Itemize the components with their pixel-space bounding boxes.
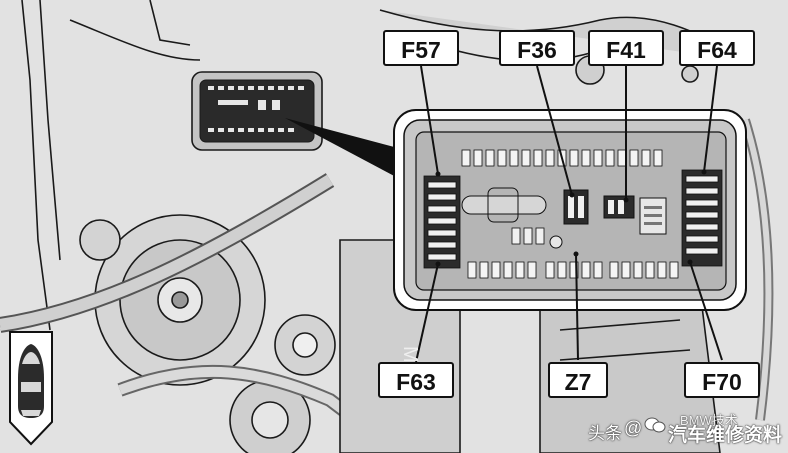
leader-line-f70 [689, 261, 723, 361]
car-top-view-icon [9, 331, 53, 446]
callout-f64: F64 [679, 30, 755, 66]
leader-line-z7 [575, 253, 579, 361]
callout-z7: Z7 [548, 362, 608, 398]
leader-line-f63 [415, 263, 439, 363]
fuse-box-installed [191, 71, 323, 151]
callout-f57: F57 [383, 30, 459, 66]
leader-line-f36 [536, 65, 573, 196]
callout-f36: F36 [499, 30, 575, 66]
watermark-brand: BMW技术 [680, 413, 738, 428]
leader-line-f64 [703, 65, 718, 173]
watermark-title: 汽车维修资料 [668, 425, 783, 446]
callout-f41: F41 [588, 30, 664, 66]
leader-line-f57 [420, 65, 439, 175]
watermark-at: @ [624, 418, 643, 438]
zoom-pointer [285, 118, 398, 178]
engraved-mark: M [399, 346, 421, 363]
watermark-prefix: 头条 [588, 424, 622, 443]
leader-lines [415, 65, 723, 363]
callout-f63: F63 [378, 362, 454, 398]
watermark: 头条 @ BMW技术 汽车维修资料 [588, 408, 784, 448]
wechat-logo-icon [644, 417, 666, 433]
fuse-box-enlarged [393, 109, 747, 311]
callout-f70: F70 [684, 362, 760, 398]
